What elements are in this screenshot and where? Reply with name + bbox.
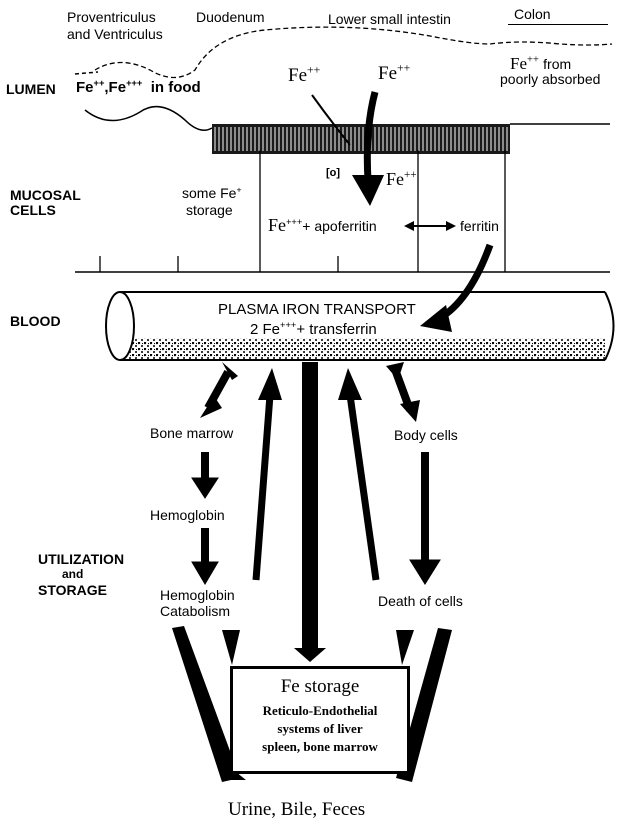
storage-line-1: Reticulo-Endothelial (233, 704, 407, 717)
utilization-label: UTILIZATION (38, 552, 124, 566)
mucosal-label: MUCOSAL (10, 188, 81, 202)
food-iron-label: Fe++,Fe+++ in food (76, 80, 201, 95)
ventriculus-label: and Ventriculus (67, 27, 163, 41)
storage-line-3: spleen, bone marrow (233, 740, 407, 753)
hemoglobin-label: Hemoglobin (150, 508, 225, 522)
catabolism-line1-label: Hemoglobin (160, 588, 235, 602)
cell-fe-label: Fe++ (386, 170, 417, 188)
blood-bodycells-arrow (386, 362, 420, 422)
blood-marrow-arrow (200, 362, 238, 418)
catabolism-to-blood-arrow (256, 368, 282, 580)
excretion-label: Urine, Bile, Feces (228, 800, 365, 819)
oxidation-label: [o] (326, 168, 340, 179)
lumen-fe-b: Fe++ (378, 64, 410, 83)
blood-to-storage-arrow (294, 362, 326, 662)
colon-underline (508, 24, 608, 25)
colon-label: Colon (514, 7, 551, 21)
lower-small-intestine-label: Lower small intestin (328, 12, 451, 26)
storage-section-label: STORAGE (38, 583, 107, 597)
fe-storage-title: Fe storage (233, 677, 407, 696)
fe-storage-box: Fe storage Reticulo-Endothelial systems … (230, 666, 410, 774)
proventriculus-label: Proventriculus (67, 10, 156, 24)
catabolism-line2-label: Catabolism (160, 604, 230, 618)
lumen-label: LUMEN (6, 82, 56, 96)
apoferritin-label: Fe++++ apoferritin (268, 216, 377, 234)
cells-label: CELLS (10, 203, 56, 217)
storage-line-2: systems of liver (233, 722, 407, 735)
plasma-transport-title: PLASMA IRON TRANSPORT (218, 302, 416, 317)
transferrin-label: 2 Fe++++ transferrin (250, 322, 377, 337)
body-cells-label: Body cells (394, 428, 458, 442)
death-of-cells-label: Death of cells (378, 594, 463, 608)
gut-wall-lower (85, 107, 212, 131)
poorly-absorbed-label: poorly absorbed (500, 72, 600, 86)
ferritin-label: ferritin (460, 219, 499, 233)
lumen-fe-a: Fe++ (288, 66, 320, 85)
storage-label: storage (186, 203, 233, 217)
villi-border (212, 124, 510, 154)
duodenum-label: Duodenum (196, 10, 265, 24)
death-to-blood-arrow (338, 368, 376, 580)
bodycells-death-arrow (410, 452, 440, 584)
bone-marrow-label: Bone marrow (150, 426, 233, 440)
blood-label: BLOOD (10, 314, 61, 328)
and-label: and (62, 568, 83, 580)
some-fe-label: some Fe+ (182, 186, 242, 200)
colon-fe-label: Fe++ from (510, 55, 571, 72)
